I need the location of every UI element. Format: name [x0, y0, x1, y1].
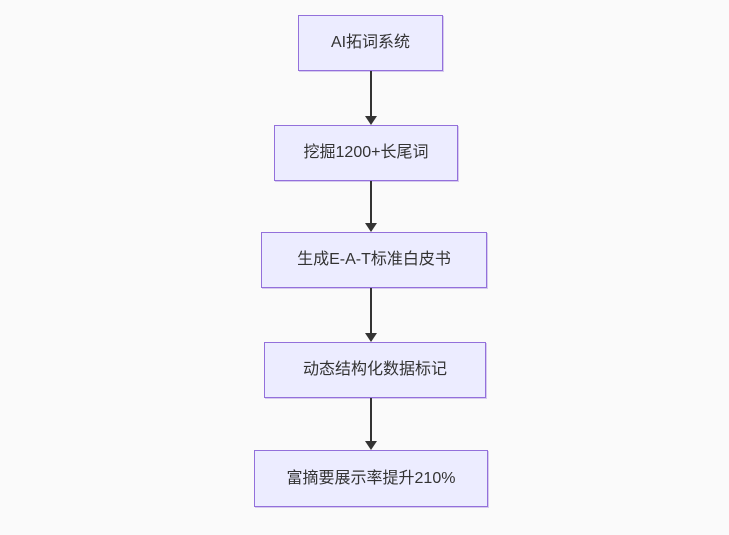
arrowhead-down-icon [365, 116, 377, 125]
edge-line [370, 181, 372, 223]
flow-node-label: 生成E-A-T标准白皮书 [297, 251, 451, 269]
flow-node-longtail-mining: 挖掘1200+长尾词 [274, 125, 458, 181]
flow-node-label: 动态结构化数据标记 [302, 361, 447, 379]
arrowhead-down-icon [365, 333, 377, 342]
edge-line [370, 398, 372, 441]
flow-edge-3-4 [365, 288, 377, 342]
flow-node-label: 挖掘1200+长尾词 [303, 144, 429, 162]
flow-node-label: 富摘要展示率提升210% [286, 469, 456, 487]
flow-edge-1-2 [365, 71, 377, 125]
flow-node-rich-snippet-rate: 富摘要展示率提升210% [254, 450, 488, 507]
edge-line [370, 71, 372, 116]
edge-line [370, 288, 372, 333]
flow-edge-4-5 [365, 398, 377, 450]
flow-node-ai-expansion-system: AI拓词系统 [298, 15, 443, 71]
arrowhead-down-icon [365, 441, 377, 450]
flow-node-label: AI拓词系统 [330, 34, 411, 52]
flow-node-eat-whitepaper: 生成E-A-T标准白皮书 [261, 232, 487, 288]
flow-node-structured-data-markup: 动态结构化数据标记 [264, 342, 486, 398]
arrowhead-down-icon [365, 223, 377, 232]
flow-edge-2-3 [365, 181, 377, 232]
